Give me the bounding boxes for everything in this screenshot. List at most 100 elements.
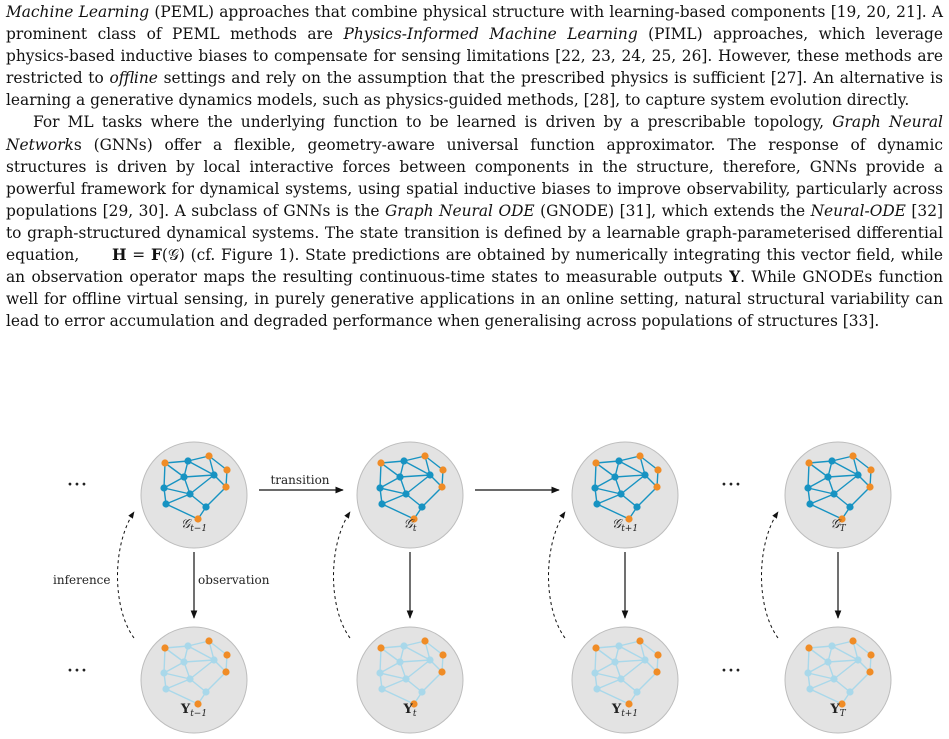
graph-edge	[831, 645, 859, 661]
state-label-g: 𝒢T	[830, 517, 846, 534]
graph-node	[202, 688, 210, 696]
graph-node	[846, 688, 854, 696]
ellipsis-top-left: ···	[67, 473, 88, 498]
p2-text-f: . While GNODEs function well for offline…	[6, 268, 944, 331]
state-label-g: 𝒢t−1	[181, 517, 207, 534]
circle-background	[784, 441, 892, 549]
graph-node	[824, 473, 832, 481]
graph-edge	[399, 659, 431, 663]
circle-background	[140, 626, 248, 734]
p2-text-e: (cf. Figure 1). State predictions are ob…	[6, 246, 944, 287]
graph-node-observed	[636, 452, 644, 460]
graph-edge	[379, 672, 407, 680]
graph-node-observed	[205, 637, 213, 645]
graph-node	[426, 471, 434, 479]
graph-node-observed	[194, 515, 202, 523]
graph-edge	[614, 474, 646, 478]
graph-edge	[595, 460, 620, 464]
circle-background	[356, 626, 464, 734]
term-machine-learning: Machine Learning	[6, 3, 150, 21]
figure-1-diagram: ··· ··· ··· ··· transition observation i…	[53, 441, 892, 734]
inference-label: inference	[53, 573, 111, 587]
graph-edge	[187, 645, 215, 661]
graph-edge	[831, 460, 859, 476]
graph-node	[593, 500, 601, 508]
graph-edge	[807, 487, 835, 495]
graph-edge	[205, 671, 227, 693]
graph-edge	[421, 486, 443, 508]
graph-node-observed	[849, 452, 857, 460]
graph-node	[378, 500, 386, 508]
observation-circle-2: Yt+1	[571, 626, 679, 734]
graph-node-observed	[377, 644, 385, 652]
graph-edge	[808, 460, 833, 464]
graph-node	[854, 656, 862, 664]
graph-node-observed	[636, 637, 644, 645]
graph-edge	[379, 462, 382, 489]
state-circle-1: 𝒢t	[356, 441, 464, 549]
graph-node-observed	[438, 483, 446, 491]
graph-edge	[208, 455, 228, 471]
graph-node	[184, 457, 192, 465]
state-circle-0: 𝒢t−1	[140, 441, 248, 549]
graph-node	[402, 490, 410, 498]
observation-label-y: Yt−1	[180, 702, 207, 719]
graph-node	[617, 675, 625, 683]
graph-node	[806, 685, 814, 693]
graph-edge	[618, 645, 646, 661]
p2-text-d: [32] to graph-structured dynamical syste…	[6, 201, 943, 265]
graph-edge	[189, 659, 215, 680]
observation-label-y: Yt+1	[611, 702, 638, 719]
graph-edge	[187, 460, 215, 476]
graph-node-observed	[205, 452, 213, 460]
paragraph-1: Machine Learning (PEML) approaches that …	[6, 1, 943, 111]
graph-edge	[424, 455, 444, 471]
graph-edge	[807, 476, 829, 489]
circle-background	[140, 441, 248, 549]
symbol-y: Y	[729, 268, 741, 287]
graph-edge	[807, 672, 835, 680]
graph-edge	[208, 640, 228, 656]
graph-node	[617, 490, 625, 498]
graph-node-observed	[653, 483, 661, 491]
graph-node	[854, 471, 862, 479]
graph-edge	[381, 503, 415, 520]
observation-label: observation	[198, 573, 270, 587]
circle-background	[571, 626, 679, 734]
graph-edge	[163, 487, 191, 495]
graph-edge	[833, 659, 859, 680]
graph-edge	[165, 678, 191, 690]
graph-edge	[379, 487, 407, 495]
graph-edge	[163, 672, 191, 680]
graph-edge	[849, 671, 871, 693]
graph-edge	[399, 474, 431, 478]
circle-background	[571, 441, 679, 549]
graph-node	[418, 688, 426, 696]
graph-node	[426, 656, 434, 664]
graph-edge	[807, 661, 829, 674]
graph-node	[615, 457, 623, 465]
equation-f: F	[150, 246, 162, 265]
graph-edge	[807, 462, 810, 489]
graph-edge	[827, 474, 859, 478]
inference-arrow-4	[761, 511, 779, 639]
graph-node	[611, 658, 619, 666]
graph-edge	[403, 645, 431, 661]
ellipsis-bottom-left: ···	[67, 659, 88, 684]
graph-node-observed	[161, 644, 169, 652]
graph-node	[593, 685, 601, 693]
graph-node	[804, 669, 812, 677]
observation-label-y: Yt	[403, 702, 417, 719]
graph-edge	[808, 462, 829, 478]
graph-node	[830, 675, 838, 683]
graph-edge	[620, 474, 646, 495]
graph-edge	[620, 659, 646, 680]
state-label-g: 𝒢t	[404, 517, 417, 534]
graph-node	[402, 675, 410, 683]
state-circle-3: 𝒢T	[784, 441, 892, 549]
graph-node	[846, 503, 854, 511]
inference-arrow-2	[333, 511, 351, 639]
graph-node-observed	[838, 700, 846, 708]
graph-edge	[163, 647, 166, 674]
